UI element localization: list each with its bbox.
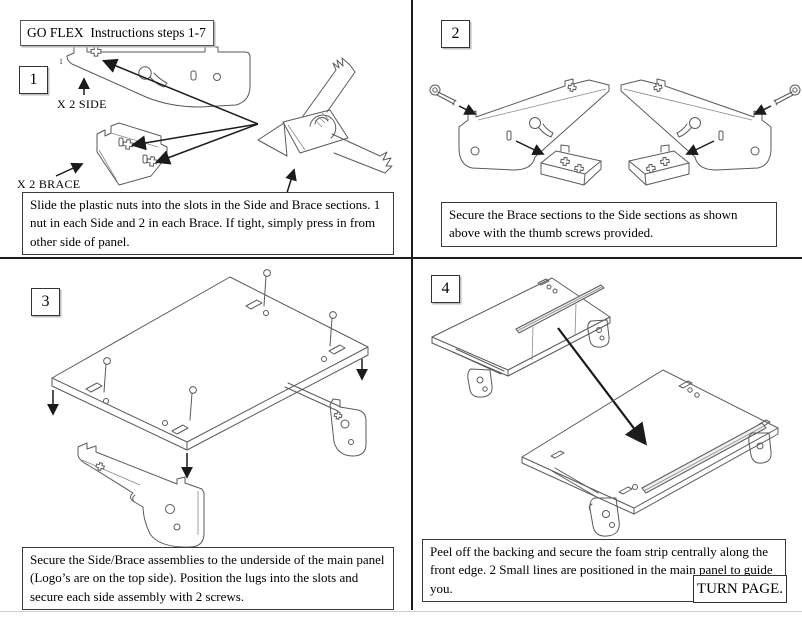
nut-to-brace-arrow-2	[154, 124, 258, 165]
side-qty-label: X 2 SIDE	[57, 97, 107, 111]
side-hole	[214, 74, 221, 81]
lug-slot	[172, 425, 188, 434]
lug-slot	[246, 300, 262, 309]
brace-qty-arrow	[56, 162, 84, 176]
plastic-nut-icon	[567, 82, 578, 93]
detail-pointer-arrow	[285, 168, 297, 196]
lug-slot	[329, 345, 345, 354]
plastic-nut-icon	[146, 155, 159, 168]
step3-number-badge: 3	[31, 288, 60, 316]
brace-slot	[507, 131, 511, 140]
brace-drawing	[541, 145, 601, 185]
side-brace-assembly-drawing	[430, 79, 609, 185]
step3-diagram	[47, 259, 411, 610]
side-hole	[471, 147, 479, 155]
side-section-drawing: 1	[59, 46, 250, 107]
screw-icon	[104, 358, 111, 392]
step3-panel: 3 Secure the Side/Brace assemblies to th…	[0, 259, 413, 610]
brace-direction-arrow	[516, 141, 545, 155]
step4-number-badge: 4	[431, 275, 460, 303]
keyhole-slot	[530, 118, 554, 138]
assembled-unit-strip-attached-drawing	[522, 370, 778, 536]
page-title: GO FLEX Instructions steps 1-7	[20, 20, 214, 46]
plastic-nut-icon	[122, 138, 135, 151]
side-brace-assembly-mirrored	[621, 79, 800, 185]
step1-diagram: 1	[0, 46, 411, 257]
right-side-assembly-drawing	[285, 383, 366, 456]
brace-qty-label: X 2 BRACE	[17, 177, 81, 191]
step2-panel: 2 Secure the Brace sections to the Side …	[413, 0, 802, 259]
screw-icon	[330, 312, 337, 346]
page-bottom-edge	[0, 611, 802, 612]
main-panel-drawing	[52, 277, 368, 450]
side-part-number: 1	[59, 57, 63, 66]
side-slot	[191, 71, 196, 80]
nut-to-side-arrow	[101, 58, 258, 124]
step4-diagram	[413, 259, 802, 610]
screws-drawing	[104, 270, 337, 420]
thumb-screw-icon	[430, 85, 456, 105]
assembly-direction-arrows	[47, 359, 368, 479]
left-side-assembly-drawing	[78, 443, 204, 547]
step2-diagram	[413, 0, 802, 257]
strip-placement-arrow	[558, 328, 647, 446]
step1-instruction: Slide the plastic nuts into the slots in…	[22, 192, 394, 255]
step3-instruction: Secure the Side/Brace assemblies to the …	[22, 547, 394, 610]
foam-strip-drawing	[516, 285, 604, 333]
screw-icon	[190, 387, 197, 420]
screw-direction-arrow	[459, 104, 477, 115]
turn-page-note: TURN PAGE.	[693, 575, 787, 603]
plastic-nut-icon	[90, 46, 102, 57]
step2-instruction: Secure the Brace sections to the Side se…	[441, 202, 777, 247]
step2-number-badge: 2	[441, 20, 470, 48]
callout-arrows	[56, 58, 297, 196]
assembled-unit-with-strip-drawing	[432, 278, 610, 397]
plastic-nut-detail-drawing	[258, 58, 392, 173]
lug-slot	[86, 383, 102, 392]
step4-panel: 4 Peel off the backing and secure the fo…	[413, 259, 802, 610]
step1-panel: 1	[0, 0, 413, 259]
nut-to-brace-arrow-1	[130, 124, 258, 151]
step1-number-badge: 1	[19, 66, 48, 94]
screw-icon	[264, 270, 271, 306]
brace-section-drawing	[97, 123, 167, 185]
foam-strip-attached-drawing	[642, 423, 766, 493]
